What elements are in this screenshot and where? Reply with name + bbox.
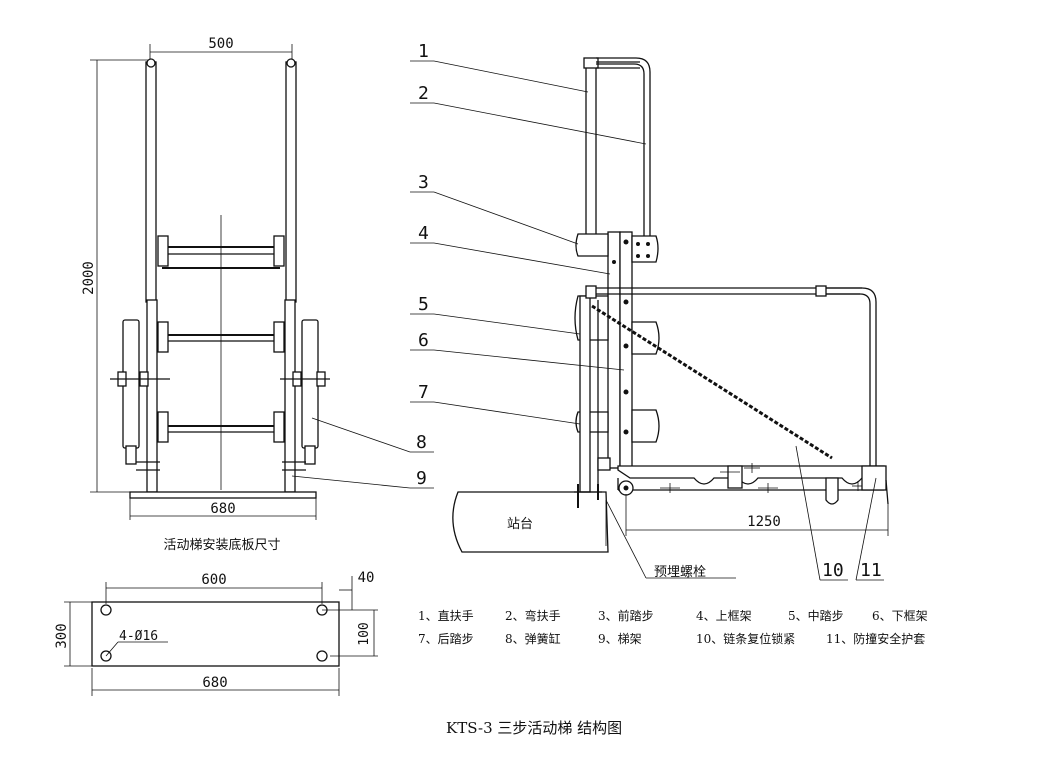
dim-100-label: 100 [357, 622, 372, 645]
station-platform: 站台 [452, 484, 609, 553]
ladder-rail [579, 295, 591, 493]
bottom-brackets [136, 461, 306, 471]
straight-handrail [583, 57, 640, 237]
legend-item-5: 5、中踏步 [788, 608, 844, 623]
legend-item-10: 10、链条复位锁紧 [696, 631, 795, 646]
dim-2000-label: 2000 [81, 261, 97, 295]
legend-item-7: 7、后踏步 [418, 632, 474, 646]
bent-handrail [596, 57, 651, 248]
dim-500: 500 [149, 36, 293, 60]
legend-item-1: 1、直扶手 [418, 608, 474, 623]
left-rail [146, 299, 158, 493]
front-base-plate [129, 491, 317, 499]
callout-2: 2 [418, 83, 429, 104]
right-spring-cylinder [301, 319, 319, 449]
dim-40-label: 40 [358, 570, 375, 586]
side-view: 站台 预埋螺栓 1250 1 2 [291, 41, 889, 581]
callout-3: 3 [418, 172, 429, 193]
legend-item-6: 6、下框架 [872, 609, 928, 623]
platform-label: 站台 [507, 517, 533, 532]
callout-10: 10 [822, 560, 844, 581]
cylinder-mounts [110, 371, 330, 465]
right-handrail [285, 61, 297, 303]
legend-item-2: 2、弯扶手 [505, 608, 561, 623]
legend-item-3: 3、前踏步 [598, 608, 654, 623]
base-plate [91, 601, 340, 667]
callouts: 1 2 3 4 5 6 7 [291, 41, 884, 581]
callout-1: 1 [418, 41, 429, 62]
left-handrail [145, 61, 157, 303]
callout-5: 5 [418, 294, 429, 315]
bolt-leader: 预埋螺栓 [605, 499, 736, 580]
callout-6: 6 [418, 330, 429, 351]
dim-600-label: 600 [201, 572, 226, 588]
top-bracket [631, 235, 659, 263]
rear-step-bracket [631, 409, 660, 443]
front-view: 500 2000 [81, 36, 330, 553]
hole-note: 4-Ø16 [119, 629, 158, 644]
bolt-label: 预埋螺栓 [654, 565, 706, 580]
callout-4: 4 [418, 223, 429, 244]
callout-7: 7 [418, 382, 429, 403]
legend-item-9: 9、梯架 [598, 632, 642, 646]
hole-bottom-right [316, 650, 328, 662]
legend-item-4: 4、上框架 [696, 609, 752, 623]
hole-bottom-left [100, 650, 112, 662]
frame-bolts [612, 239, 629, 435]
dim-680-plate-label: 680 [202, 675, 227, 691]
middle-step-bracket [631, 321, 660, 355]
front-view-caption: 活动梯安装底板尺寸 [163, 537, 280, 553]
dim-680-front: 680 [129, 498, 317, 520]
dim-300-label: 300 [54, 623, 70, 648]
base-plate-view: 600 680 300 40 100 4-Ø16 [54, 570, 378, 696]
upper-frame [607, 231, 621, 469]
dim-680-front-label: 680 [210, 501, 235, 517]
legend-item-8: 8、弹簧缸 [505, 631, 561, 646]
dim-1250: 1250 [625, 494, 889, 536]
front-step [575, 233, 609, 257]
dim-1250-label: 1250 [747, 514, 781, 530]
right-rail [284, 299, 296, 493]
front-step-middle [157, 321, 285, 353]
legend: 1、直扶手 2、弯扶手 3、前踏步 4、上框架 5、中踏步 6、下框架 7、后踏… [418, 608, 928, 646]
bottom-platform [617, 463, 889, 505]
dim-2000: 2000 [81, 59, 150, 493]
front-step-upper [157, 235, 285, 269]
callout-11: 11 [860, 560, 882, 581]
drawing-title: KTS-3 三步活动梯 结构图 [446, 719, 622, 737]
front-step-lower [157, 411, 285, 443]
dim-500-label: 500 [208, 36, 233, 52]
legend-item-11: 11、防撞安全护套 [826, 631, 925, 646]
reset-chain [591, 304, 833, 460]
callout-9: 9 [416, 468, 427, 489]
side-guard-rail [596, 285, 877, 470]
callout-8: 8 [416, 432, 427, 453]
hole-top-left [100, 604, 112, 616]
